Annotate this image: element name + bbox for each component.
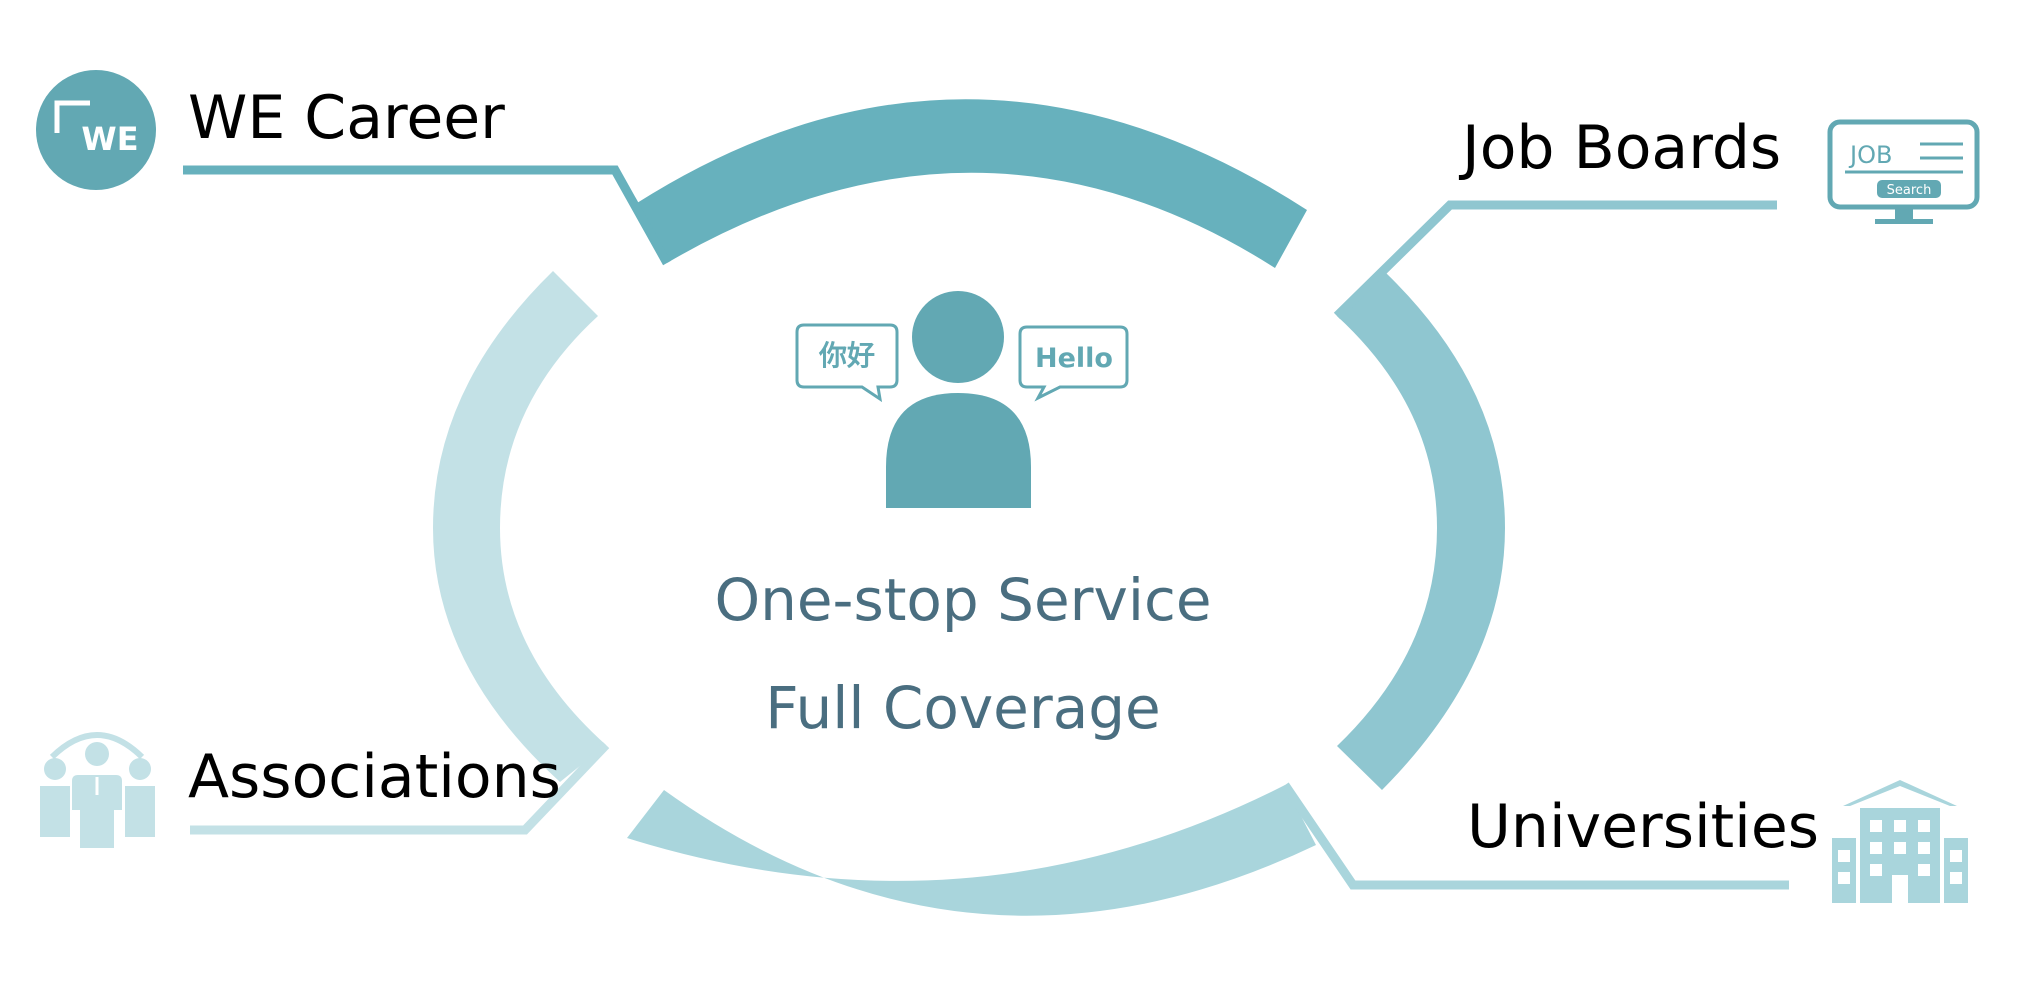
universities-label: Universities — [1467, 792, 1819, 862]
speech-bubble-left: 你好 — [795, 323, 899, 403]
connector-universities — [1281, 782, 1789, 890]
university-building-icon — [1832, 780, 1968, 903]
ring-segment-bottom — [627, 785, 1316, 916]
bubble-right-text: Hello — [1035, 343, 1113, 374]
ring-segment-left — [433, 271, 606, 782]
channel-job-boards: JOB Search Job Boards — [1458, 113, 1980, 224]
we-career-label: WE Career — [188, 83, 505, 153]
person-body-icon — [886, 393, 1031, 508]
we-logo-text: WE — [81, 120, 138, 158]
job-boards-label: Job Boards — [1458, 113, 1781, 183]
center-person-group: 你好 Hello One-stop Service Full Coverage — [714, 291, 1212, 742]
center-title-line1: One-stop Service — [714, 566, 1211, 634]
channel-we-career: WE WE Career — [36, 70, 505, 190]
monitor-search-button: Search — [1887, 183, 1932, 198]
center-title-line2: Full Coverage — [765, 674, 1161, 742]
ring-segment-right — [1337, 273, 1505, 790]
channel-universities: Universities — [1467, 780, 1968, 903]
ring-segment-top — [637, 99, 1307, 269]
we-career-logo-icon: WE — [36, 70, 156, 190]
connector-associations — [190, 741, 610, 835]
speech-bubble-right: Hello — [1018, 325, 1129, 402]
associations-label: Associations — [188, 742, 561, 812]
job-board-monitor-icon: JOB Search — [1827, 119, 1980, 224]
connector-we-career — [183, 165, 671, 266]
people-group-icon — [40, 732, 155, 848]
service-ring — [433, 99, 1505, 916]
connectors — [183, 165, 1789, 890]
monitor-job-text: JOB — [1848, 141, 1892, 169]
bubble-left-text: 你好 — [818, 339, 875, 372]
channel-associations: Associations — [40, 732, 561, 848]
person-head-icon — [912, 291, 1004, 383]
connector-job-boards — [1333, 200, 1777, 320]
